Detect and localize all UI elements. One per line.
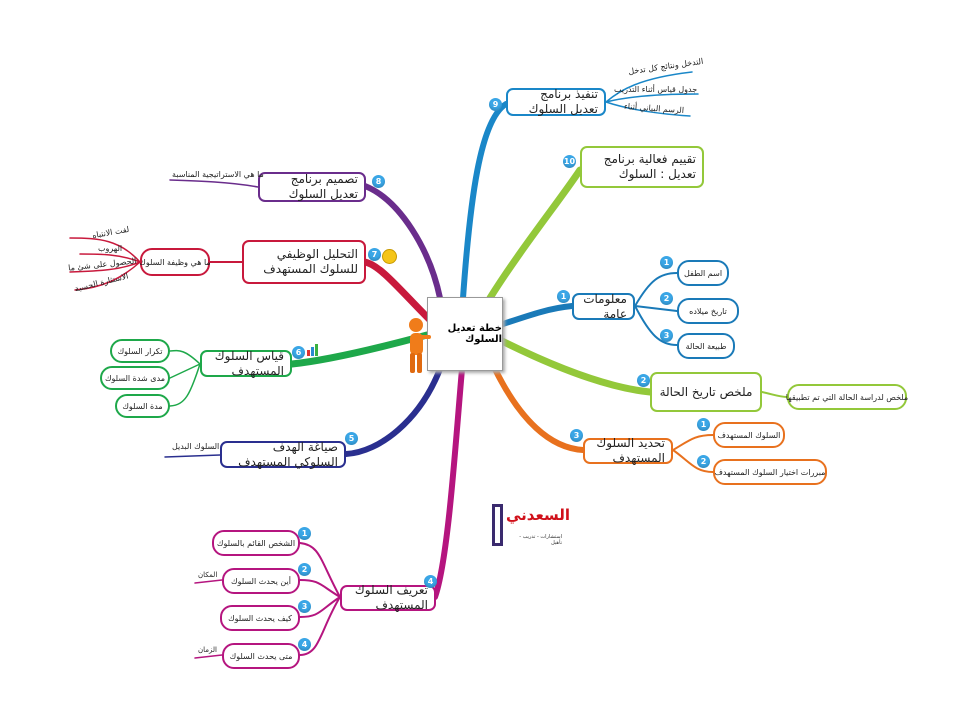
topic-label: تصميم برنامج تعديل السلوك	[288, 172, 358, 201]
number-badge: 3	[298, 600, 311, 613]
leaf-topic[interactable]: السلوك المستهدف	[713, 422, 785, 448]
leaf-label: ملخص لدراسة الحالة التي تم تطبيقها	[785, 392, 909, 402]
logo-name: السعدني	[506, 506, 570, 524]
topic-label: تعريف السلوك المستهدف	[354, 583, 428, 612]
number-badge: 2	[697, 455, 710, 468]
topic-label: تنفيذ برنامج تعديل السلوك	[528, 87, 598, 116]
logo-tagline: استشارات - تدريب - تأهيل	[519, 534, 562, 546]
number-badge: 2	[660, 292, 673, 305]
topic-design-program[interactable]: تصميم برنامج تعديل السلوك	[258, 172, 366, 202]
leaf-topic[interactable]: مبررات اختيار السلوك المستهدف	[713, 459, 827, 485]
number-badge: 1	[697, 418, 710, 431]
topic-identify-behavior[interactable]: تحديد السلوك المستهدف	[583, 436, 673, 465]
subtopic[interactable]: جدول قياس أثناء التدريب	[614, 85, 698, 94]
topic-label: التحليل الوظيفي للسلوك المستهدف	[263, 247, 358, 276]
sad-face-icon	[382, 249, 397, 264]
leaf-label: أين يحدث السلوك	[231, 576, 291, 586]
topic-label: قياس السلوك المستهدف	[214, 348, 284, 378]
number-badge: 1	[298, 527, 311, 540]
number-badge: 2	[298, 563, 311, 576]
leaf-topic[interactable]: ملخص لدراسة الحالة التي تم تطبيقها	[785, 384, 909, 410]
leaf-label: اسم الطفل	[683, 268, 723, 278]
central-topic-label: خطة تعديل السلوك	[447, 323, 502, 345]
leaf-topic[interactable]: الشخص القائم بالسلوك	[212, 530, 300, 556]
topic-case-history[interactable]: ملخص تاريخ الحالة	[650, 372, 762, 412]
brand-logo: السعدني استشارات - تدريب - تأهيل	[492, 500, 570, 550]
topic-measure-behavior[interactable]: قياس السلوك المستهدف	[200, 348, 292, 378]
subtopic-label: ما هي وظيفة السلوك	[139, 257, 211, 267]
number-badge: 1	[660, 256, 673, 269]
leaf-note[interactable]: المكان	[198, 571, 218, 579]
number-badge: 3	[570, 429, 583, 442]
number-badge: 1	[557, 290, 570, 303]
topic-functional-analysis[interactable]: التحليل الوظيفي للسلوك المستهدف	[242, 240, 366, 284]
leaf-topic[interactable]: أين يحدث السلوك	[222, 568, 300, 594]
number-badge: 10	[563, 155, 576, 168]
leaf-topic[interactable]: اسم الطفل	[677, 260, 729, 286]
number-badge: 6	[292, 346, 305, 359]
topic-label: ملخص تاريخ الحالة	[659, 384, 753, 399]
topic-label: تقييم فعالية برنامج تعديل : السلوك	[603, 152, 696, 181]
number-badge: 9	[489, 98, 502, 111]
leaf-label: مبررات اختيار السلوك المستهدف	[714, 467, 826, 477]
presenter-figure-icon	[409, 318, 431, 373]
leaf-topic[interactable]: تكرار السلوك	[110, 339, 170, 363]
number-badge: 8	[372, 175, 385, 188]
leaf-topic[interactable]: كيف يحدث السلوك	[220, 605, 300, 631]
leaf-label: متى يحدث السلوك	[229, 651, 293, 661]
subtopic[interactable]: ما هي الاستراتيجية المناسبة	[172, 170, 264, 179]
leaf-topic[interactable]: مدى شدة السلوك	[100, 366, 170, 390]
leaf-label: كيف يحدث السلوك	[228, 613, 292, 623]
leaf-label: تاريخ ميلاده	[689, 306, 727, 316]
number-badge: 7	[368, 248, 381, 261]
central-topic[interactable]: خطة تعديل السلوك	[427, 297, 503, 371]
leaf-label: تكرار السلوك	[117, 346, 163, 356]
leaf-topic[interactable]: مدة السلوك	[115, 394, 170, 418]
number-badge: 4	[298, 638, 311, 651]
subtopic-behavior-function[interactable]: ما هي وظيفة السلوك	[139, 248, 211, 276]
leaf-topic[interactable]: الهروب	[98, 244, 123, 253]
topic-label: تحديد السلوك المستهدف	[596, 436, 665, 465]
logo-mark-icon	[492, 504, 503, 546]
leaf-topic[interactable]: تاريخ ميلاده	[677, 298, 739, 324]
number-badge: 2	[637, 374, 650, 387]
leaf-label: الشخص القائم بالسلوك	[216, 538, 296, 548]
leaf-note[interactable]: الزمان	[198, 646, 217, 654]
topic-label: معلومات عامة	[583, 291, 627, 321]
leaf-topic[interactable]: طبيعة الحالة	[677, 333, 735, 359]
leaf-label: طبيعة الحالة	[685, 341, 727, 351]
leaf-label: السلوك المستهدف	[717, 430, 781, 440]
bar-chart-icon	[307, 344, 318, 356]
leaf-topic[interactable]: متى يحدث السلوك	[222, 643, 300, 669]
topic-implement-program[interactable]: تنفيذ برنامج تعديل السلوك	[506, 87, 606, 116]
topic-define-behavior[interactable]: تعريف السلوك المستهدف	[340, 583, 436, 612]
topic-formulate-goal[interactable]: صياغة الهدف السلوكي المستهدف	[220, 439, 346, 469]
number-badge: 4	[424, 575, 437, 588]
topic-label: صياغة الهدف السلوكي المستهدف	[238, 439, 338, 469]
number-badge: 3	[660, 329, 673, 342]
leaf-label: مدى شدة السلوك	[104, 373, 166, 383]
topic-evaluate-program[interactable]: تقييم فعالية برنامج تعديل : السلوك	[580, 146, 704, 188]
leaf-label: مدة السلوك	[122, 401, 163, 411]
subtopic[interactable]: السلوك البديل	[172, 442, 220, 451]
topic-general-info[interactable]: معلومات عامة	[572, 291, 635, 321]
number-badge: 5	[345, 432, 358, 445]
